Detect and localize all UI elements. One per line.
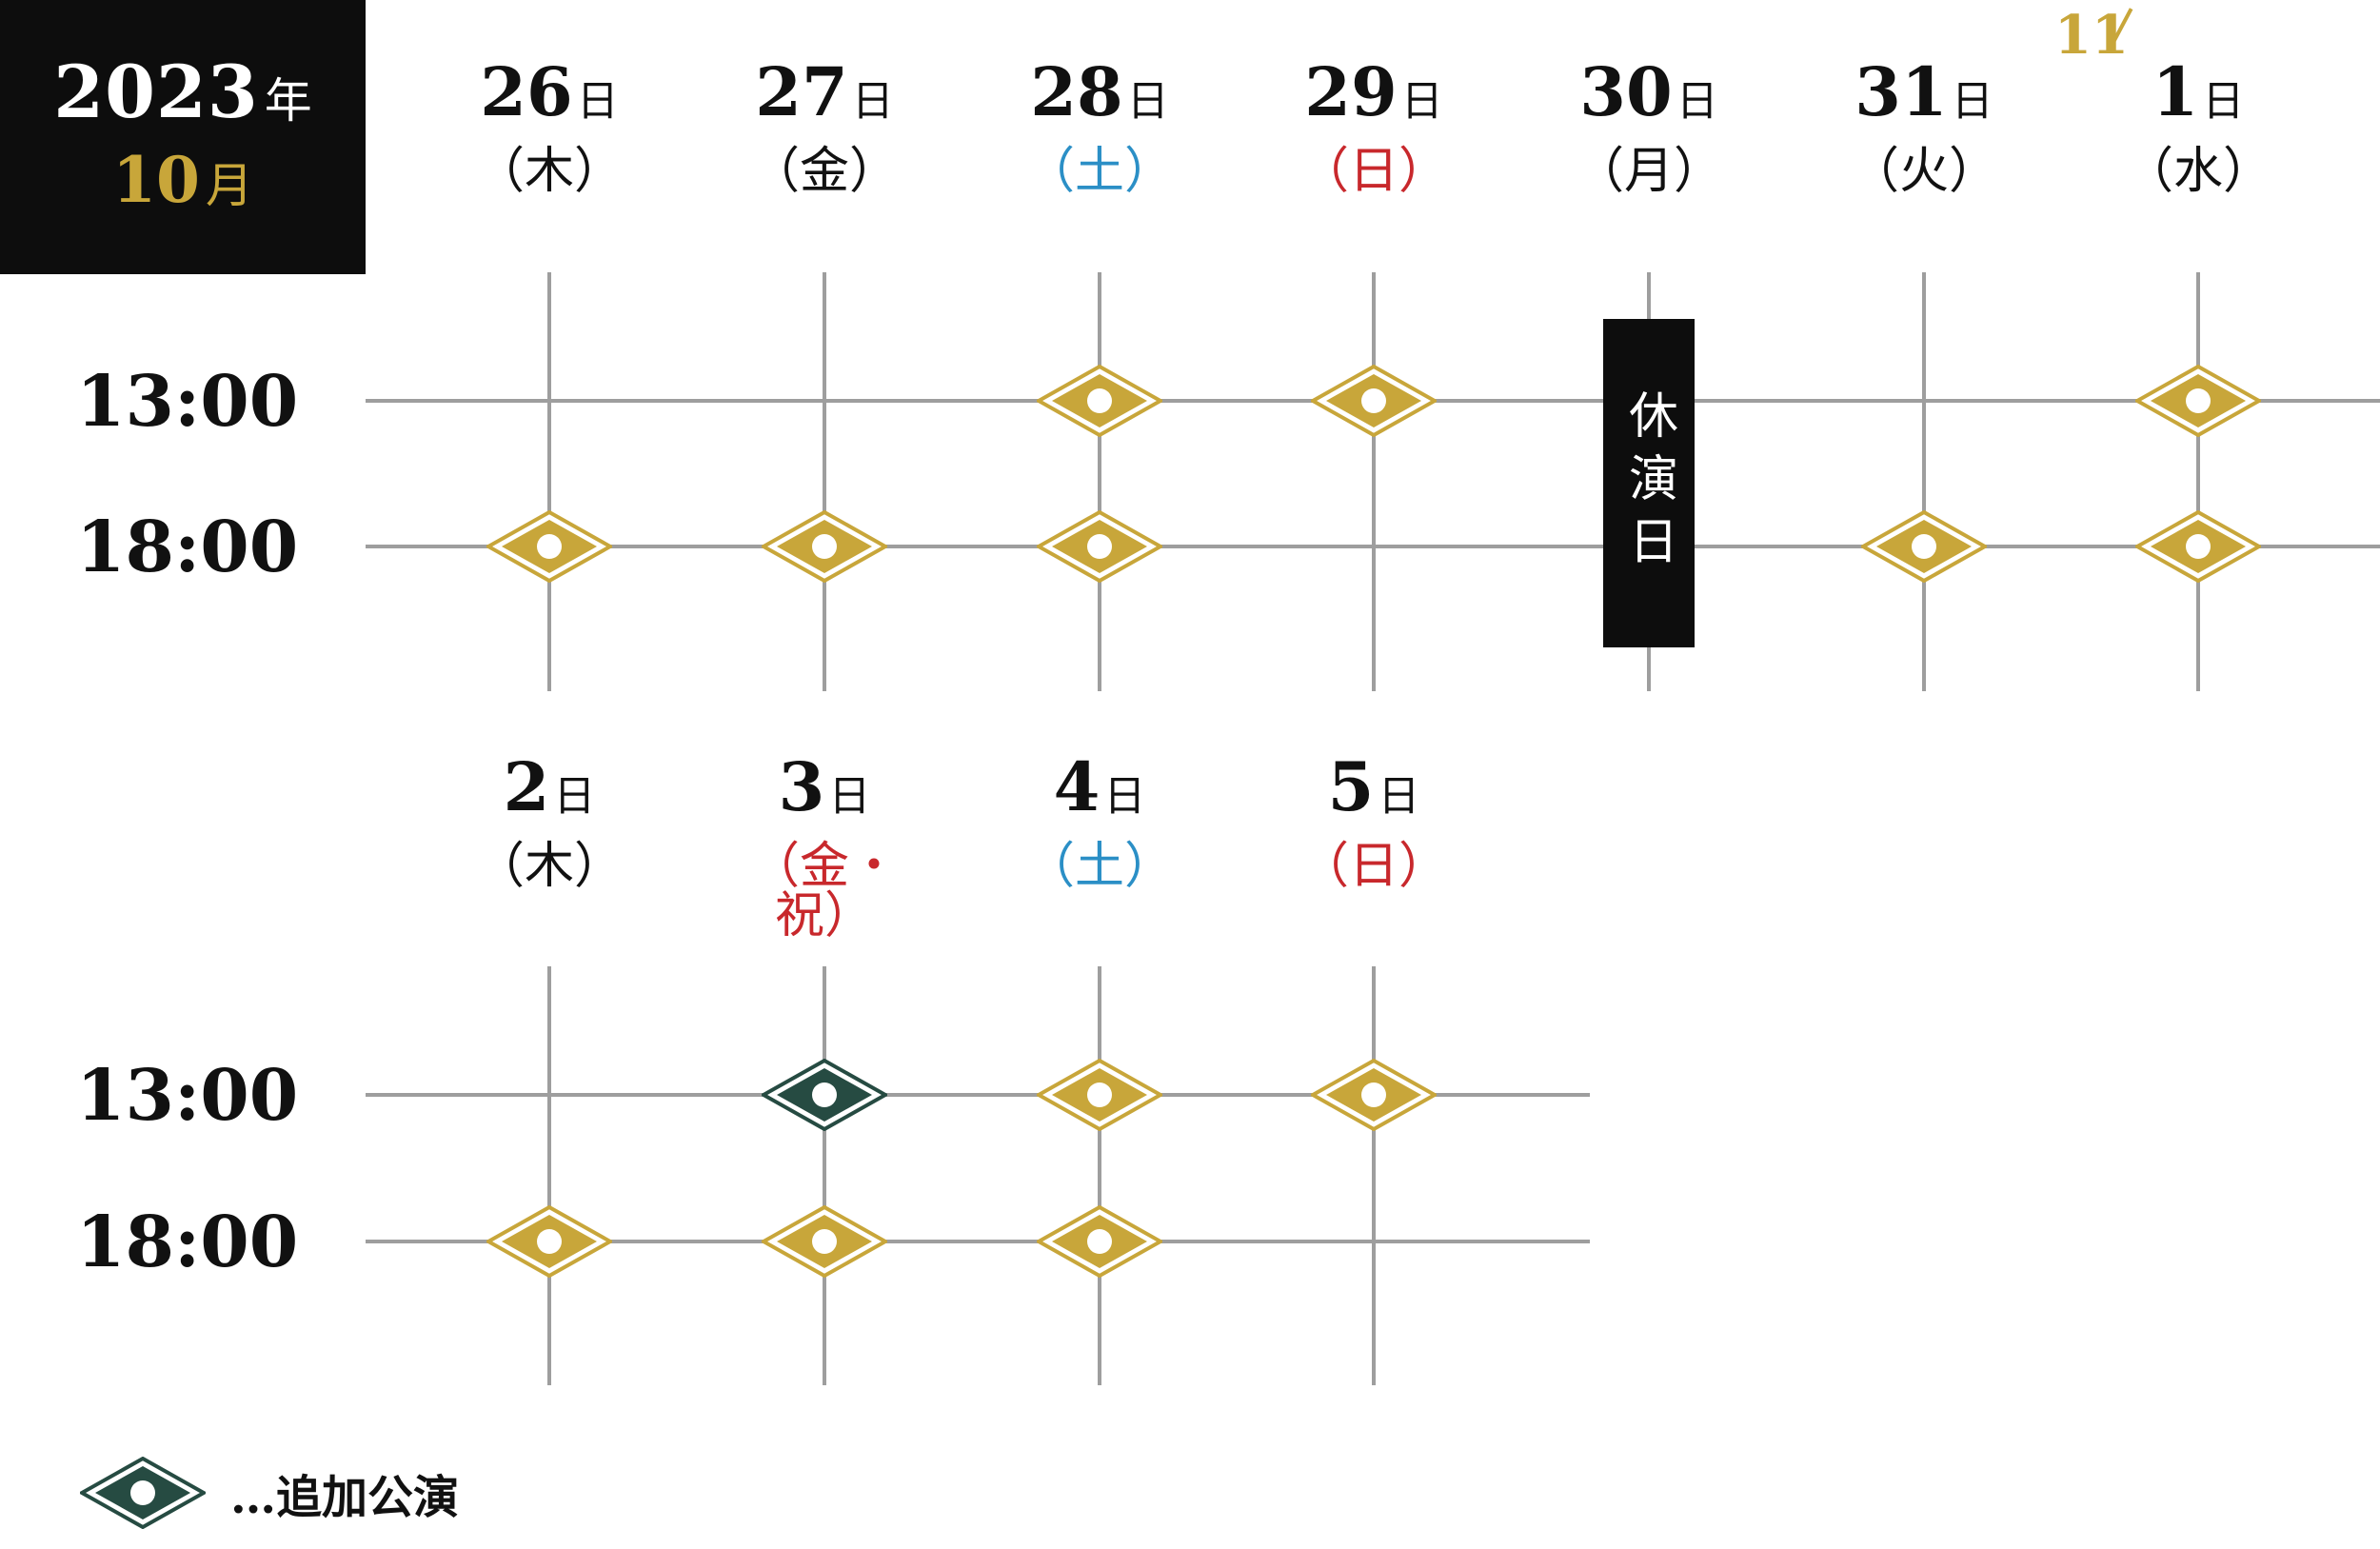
day-number: 4 [1053, 747, 1101, 826]
performance-marker-diamond-icon [1037, 1059, 1162, 1131]
week1-day-31: 31日 （火） [1819, 59, 2029, 200]
day-unit: 日 [1378, 772, 1420, 821]
grid-column [823, 272, 826, 691]
time-label-1800: 18:00 [76, 506, 299, 588]
day-number: 1 [2152, 52, 2199, 131]
day-unit: 日 [828, 772, 871, 821]
week1-day-27: 27日 （金） [720, 59, 929, 200]
day-number: 3 [778, 747, 825, 826]
week2-day-2: 2日 （木） [445, 754, 654, 895]
badge-year-unit: 年 [264, 73, 312, 129]
day-of-week: （水） [2123, 143, 2272, 200]
day-number: 27 [755, 52, 848, 131]
closed-day-label: 休演日 [1619, 388, 1677, 578]
day-unit: 日 [1951, 77, 1993, 126]
day-unit: 日 [576, 77, 619, 126]
badge-year-number: 2023 [53, 50, 259, 134]
grid-column [2196, 272, 2200, 691]
performance-marker-diamond-icon [2135, 365, 2261, 437]
day-number: 5 [1327, 747, 1375, 826]
time-label-1300: 13:00 [76, 361, 299, 443]
day-of-week: （土） [1024, 143, 1174, 200]
week1-day-30: 30日 （月） [1544, 59, 1754, 200]
performance-marker-diamond-icon [1311, 365, 1437, 437]
grid-line-1800 [366, 1240, 1590, 1243]
day-of-week: （木） [474, 838, 624, 895]
day-number: 2 [503, 747, 550, 826]
day-unit: 日 [1126, 77, 1169, 126]
day-of-week: （火） [1849, 143, 1998, 200]
grid-column [1372, 272, 1376, 691]
performance-marker-diamond-icon [1311, 1059, 1437, 1131]
legend: …追加公演 [80, 1457, 459, 1529]
grid-column [547, 272, 551, 691]
badge-month-unit: 月 [205, 158, 253, 213]
month-change-marker: 11 [2054, 4, 2133, 89]
grid-column [547, 966, 551, 1385]
time-label-1800: 18:00 [76, 1201, 299, 1283]
performance-marker-diamond-icon [1861, 510, 1987, 583]
day-of-week: （日） [1299, 838, 1448, 895]
day-of-week: （土） [1024, 838, 1174, 895]
day-number: 30 [1579, 52, 1673, 131]
day-unit: 日 [1400, 77, 1443, 126]
closed-day-block: 休演日 [1603, 319, 1695, 647]
day-of-week: （月） [1574, 143, 1723, 200]
performance-marker-diamond-icon [2135, 510, 2261, 583]
day-of-week: （日） [1299, 143, 1448, 200]
day-unit: 日 [1103, 772, 1146, 821]
legend-text: …追加公演 [230, 1471, 460, 1524]
week2-day-3: 3日 （金・祝） [720, 754, 929, 944]
performance-marker-diamond-icon [762, 510, 887, 583]
day-of-week: （金・祝） [749, 838, 899, 944]
day-unit: 日 [1676, 77, 1718, 126]
performance-marker-diamond-icon [762, 1205, 887, 1278]
grid-column [1922, 272, 1926, 691]
week1-day-29: 29日 （日） [1269, 59, 1478, 200]
day-number: 28 [1030, 52, 1123, 131]
performance-marker-diamond-icon [1037, 365, 1162, 437]
day-number: 29 [1304, 52, 1398, 131]
grid-column [1372, 966, 1376, 1385]
performance-marker-diamond-icon [762, 1059, 887, 1131]
day-number: 31 [1854, 52, 1948, 131]
day-number: 26 [480, 52, 573, 131]
time-label-1300: 13:00 [76, 1055, 299, 1137]
day-of-week: （木） [474, 143, 624, 200]
day-unit: 日 [2202, 77, 2245, 126]
additional-performance-diamond-icon [80, 1457, 206, 1529]
badge-month-number: 10 [112, 143, 200, 217]
performance-marker-diamond-icon [486, 1205, 612, 1278]
performance-marker-diamond-icon [486, 510, 612, 583]
week2-day-4: 4日 （土） [995, 754, 1204, 895]
grid-column [1098, 272, 1101, 691]
day-unit: 日 [553, 772, 596, 821]
week1-day-1: 1日 （水） [2093, 59, 2303, 200]
week1-day-28: 28日 （土） [995, 59, 1204, 200]
week1-day-26: 26日 （木） [445, 59, 654, 200]
performance-marker-diamond-icon [1037, 510, 1162, 583]
day-of-week: （金） [749, 143, 899, 200]
day-unit: 日 [851, 77, 894, 126]
grid-column [823, 966, 826, 1385]
grid-line-1300 [366, 1093, 1590, 1097]
grid-column [1098, 966, 1101, 1385]
week2-day-5: 5日 （日） [1269, 754, 1478, 895]
performance-marker-diamond-icon [1037, 1205, 1162, 1278]
